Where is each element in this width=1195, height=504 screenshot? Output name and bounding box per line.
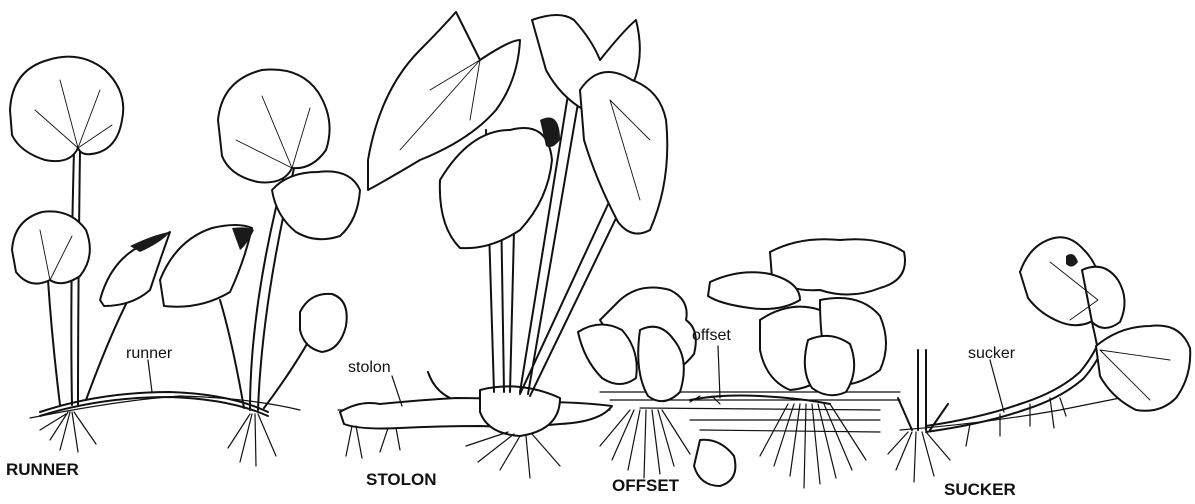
runner-illustration <box>10 57 360 466</box>
runner-pointer-line <box>148 360 152 392</box>
offset-illustration <box>578 239 905 488</box>
stolon-part-label: stolon <box>348 359 391 376</box>
offset-title-label: OFFSET <box>612 476 680 495</box>
sucker-title-label: SUCKER <box>944 480 1016 499</box>
offset-part-label: offset <box>692 327 731 344</box>
sucker-pointer-line <box>990 360 1004 412</box>
runner-title-label: RUNNER <box>6 460 79 479</box>
sucker-illustration <box>888 237 1190 482</box>
runner-part-label: runner <box>126 345 173 362</box>
stolon-illustration <box>338 12 667 478</box>
stolon-title-label: STOLON <box>366 470 437 489</box>
sucker-part-label: sucker <box>968 345 1016 362</box>
offset-pointer-line <box>718 346 720 398</box>
